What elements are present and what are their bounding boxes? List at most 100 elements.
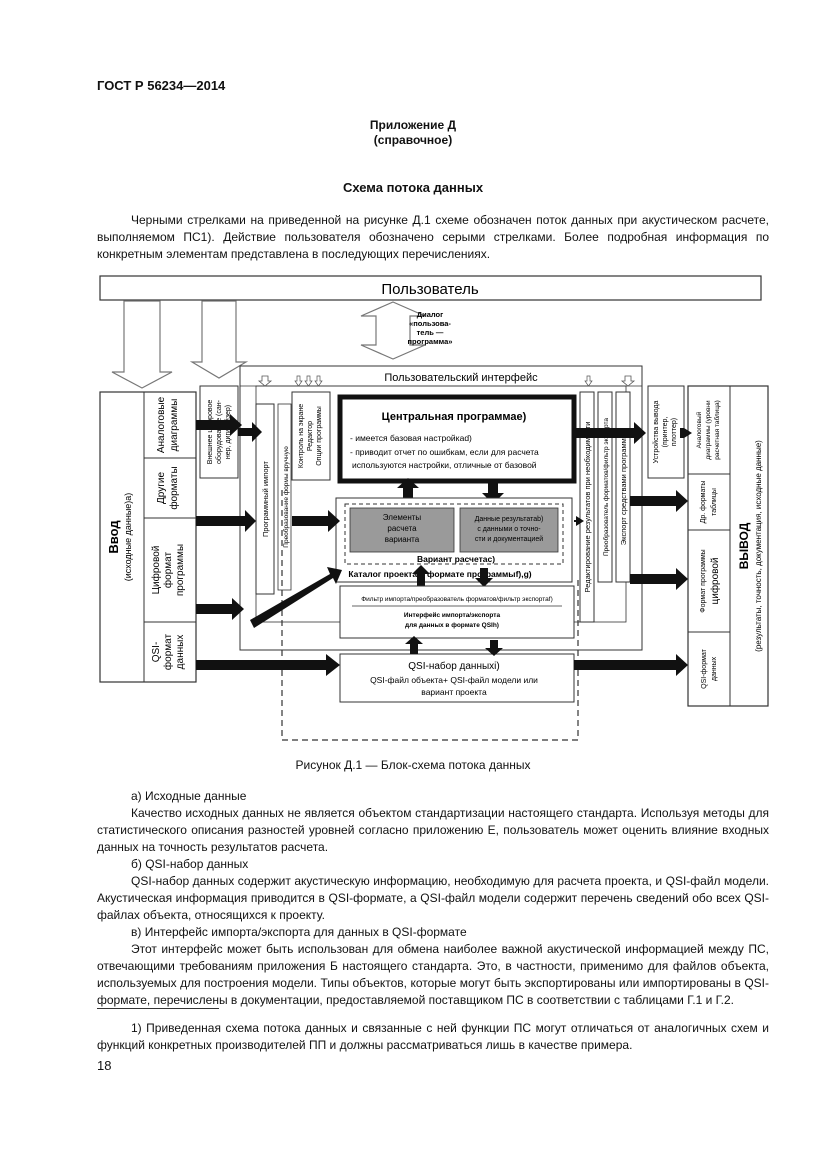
page-number: 18 [97,1058,112,1073]
export-converter-label: Преобразователь форматов/фильтр экспорта [602,418,610,556]
variant-box [344,503,564,565]
dialog-arrow [360,301,426,360]
svg-text:QSI-: QSI- [151,642,162,663]
output-column [687,385,769,707]
results-label-3: сти и документацией [475,535,543,543]
svg-text:(принтер,: (принтер, [662,417,669,448]
qsi-set-line-2: вариант проекта [421,687,487,697]
svg-text:данных: данных [711,656,718,681]
data-flow-diagram: Пользователь Диалог «пользова- тель — пр… [99,275,769,741]
edit-results-label: Редактирование результатов при необходим… [583,422,592,593]
svg-text:оборудование (сан-: оборудование (сан- [215,399,223,464]
appendix-title: Приложение Д [369,118,457,132]
central-line-2: - приводит отчет по ошибкам, если для ра… [350,447,539,457]
item-c-head: в) Интерфейс импорта/экспорта для данных… [131,925,467,939]
results-box [459,507,559,553]
elements-label-2: расчета [387,524,417,533]
central-program-box [337,394,577,484]
manual-conversion-label: Преобразование формы вручную [282,446,290,548]
external-equipment-label: Внешнее цифровое оборудование (сан- нер,… [207,399,232,464]
svg-text:диаграммы: диаграммы [169,399,180,452]
output-analog: Аналоговый диаграммы (уровни расчетная т… [695,400,721,460]
svg-text:Внешнее цифровое: Внешнее цифровое [207,400,214,465]
svg-text:форматы: форматы [168,466,180,509]
user-to-external-arrow [189,300,249,379]
svg-text:«пользова-: «пользова- [409,319,451,328]
item-c-text: Этот интерфейс может быть использован дл… [97,942,769,1007]
svg-text:Аналоговые: Аналоговые [156,396,167,453]
item-a-text: Качество исходных данных не является объ… [97,806,769,854]
qsi-set-title: QSI-набор данныхi) [408,660,499,672]
appendix-subtitle: (справочное) [373,133,453,147]
export-converter-box [597,391,613,583]
central-line-1: - имеется базовая настройкаd) [350,433,472,443]
results-label-1: Данные результатаb) [475,516,544,523]
figure-caption: Рисунок Д.1 — Блок-схема потока данных [295,758,531,772]
central-program-title: Центральная программаe) [382,411,527,423]
central-line-3: используются настройки, отличные от базо… [352,460,537,470]
input-title: Ввод (исходные данные)a) [106,493,133,582]
output-device-box [647,385,685,479]
dialog-label: Диалог «пользова- тель — программа» [408,310,453,346]
svg-text:Цифровой: Цифровой [150,546,162,595]
svg-text:(исходные данные)a): (исходные данные)a) [123,493,133,582]
item-b-text: QSI-набор данных содержит акустическую и… [97,874,769,922]
output-title: ВЫВОД (результаты, точность, документаци… [737,440,763,652]
svg-text:ВЫВОД: ВЫВОД [737,522,751,569]
io-interface-1: Интерфейс импорта/экспорта [404,611,501,619]
item-b-head: б) QSI-набор данных [131,857,249,871]
io-interface-2: для данных в формате QSIh) [405,622,499,629]
output-device-label: Устройства вывода (принтер, плоттер) [652,401,678,464]
elements-box [349,507,455,553]
user-bar [99,275,762,301]
svg-text:тель —: тель — [417,328,444,337]
output-digital: Формат программы цифровой [700,549,721,612]
svg-text:программа»: программа» [408,337,453,346]
screen-control-label: Контроль на экране Редактор Опции програ… [298,404,323,468]
ui-label: Пользовательский интерфейс [384,372,538,384]
catalog-label: Каталог проекта в формате программыf),g) [348,569,531,579]
variant-label: Вариант расчетаc) [417,554,495,564]
footnote: 1) Приведенная схема потока данных и свя… [97,1021,769,1052]
svg-text:Ввод: Ввод [106,520,121,554]
elements-label-3: варианта [385,535,420,544]
user-label: Пользователь [381,281,479,298]
elements-label-1: Элементы [383,513,422,522]
qsi-set-line-1: QSI-файл объекта+ QSI-файл модели или [370,675,538,685]
footnote-separator [97,1008,219,1009]
svg-text:QSI-формат: QSI-формат [701,648,708,688]
output-other: Др. форматы таблицы [700,481,718,524]
program-import-label: Программный импорт [261,460,270,537]
input-digital: Цифровой формат программы [150,544,186,596]
items-list: а) Исходные данные Качество исходных дан… [97,788,769,1009]
input-other: Другие форматы [156,466,180,509]
svg-text:данных: данных [175,635,186,670]
svg-text:Устройства вывода: Устройства вывода [652,401,660,464]
svg-text:формат: формат [162,552,174,589]
filter-box [339,585,575,639]
svg-text:программы: программы [175,544,186,596]
intro-paragraph: Черными стрелками на приведенной на рису… [97,213,769,261]
edit-results-box [579,391,595,623]
program-export-label: Экспорт средствами программыj) [619,428,628,545]
svg-text:нер, дигитайзер): нер, дигитайзер) [224,405,232,459]
svg-text:Контроль на экране: Контроль на экране [298,404,305,468]
svg-text:Формат программы: Формат программы [700,549,707,612]
user-to-input-arrow [111,300,173,389]
output-qsi: QSI-формат данных [701,648,718,688]
input-column [99,391,197,683]
filter-label: Фильтр импорта/преобразователь форматов/… [361,595,553,603]
program-export-box [615,391,631,583]
svg-text:(результаты, точность, докумен: (результаты, точность, документация, исх… [754,440,763,652]
section-title: Схема потока данных [342,180,484,195]
document-header: ГОСТ Р 56234—2014 [97,78,226,93]
flow-arrow [196,414,242,436]
svg-text:Диалог: Диалог [417,310,444,319]
screen-control-box [291,391,331,481]
svg-text:Редактор: Редактор [307,421,314,451]
svg-text:цифровой: цифровой [709,557,721,604]
project-boundary [281,490,579,741]
input-analog: Аналоговые диаграммы [156,396,180,453]
svg-text:Другие: Другие [156,472,167,504]
svg-text:таблицы: таблицы [710,488,718,516]
